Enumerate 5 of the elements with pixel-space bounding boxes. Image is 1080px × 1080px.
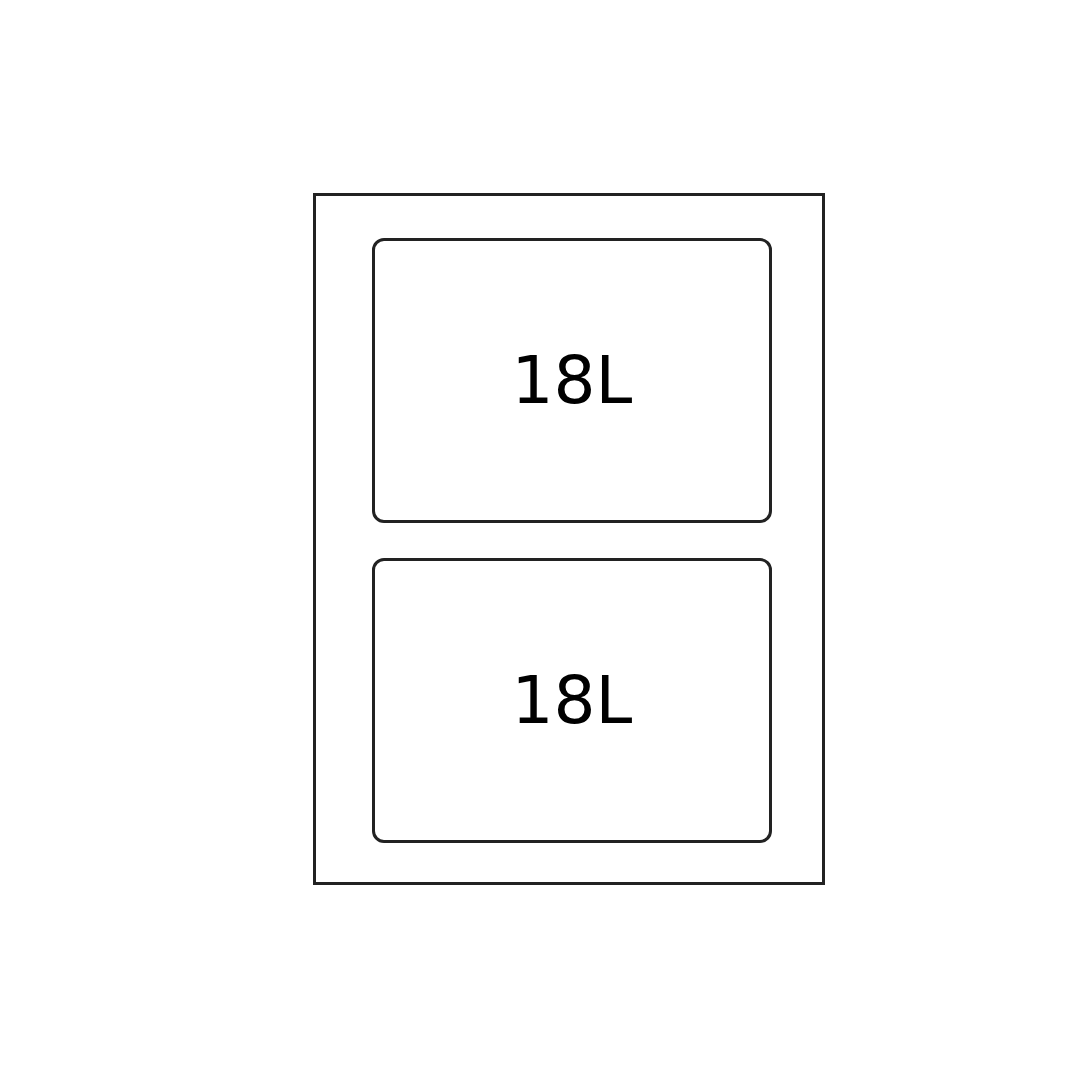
compartment-box (372, 238, 772, 523)
outer-frame (313, 193, 825, 885)
capacity-label: 18L (511, 342, 633, 419)
compartment-box (372, 558, 772, 843)
capacity-label: 18L (511, 662, 633, 739)
